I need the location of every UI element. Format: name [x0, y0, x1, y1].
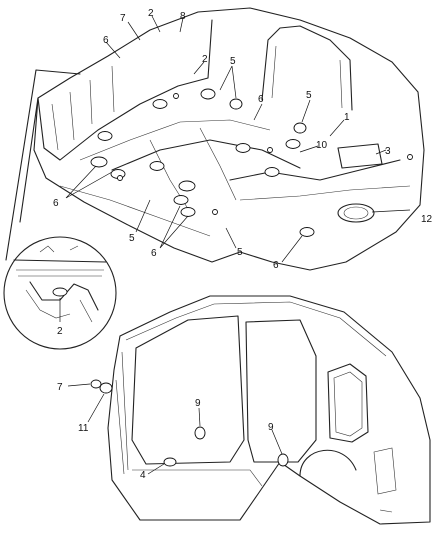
- floor-leader-lines: [65, 15, 411, 263]
- detail-zoom-circle: [3, 236, 117, 350]
- callout-6: 6: [273, 260, 279, 271]
- callout-7: 7: [120, 13, 126, 24]
- callout-3: 3: [385, 146, 391, 157]
- callout-2: 2: [202, 54, 208, 65]
- callout-7: 7: [57, 382, 63, 393]
- callout-2: 2: [57, 326, 63, 337]
- callout-6: 6: [103, 35, 109, 46]
- callout-2: 2: [148, 8, 154, 19]
- callout-11: 11: [78, 423, 89, 434]
- callout-10: 10: [316, 140, 328, 151]
- callout-6: 6: [151, 248, 157, 259]
- callout-6: 6: [258, 94, 264, 105]
- callout-9: 9: [268, 422, 274, 433]
- callout-8: 8: [180, 11, 186, 22]
- callout-1: 1: [344, 112, 350, 123]
- callout-5: 5: [306, 90, 312, 101]
- side-leader-lines: [67, 383, 283, 475]
- callout-12: 12: [421, 214, 433, 225]
- floor-pan-illustration: [33, 7, 425, 271]
- callout-6: 6: [53, 198, 59, 209]
- side-panel-illustration: [90, 295, 431, 525]
- callout-9: 9: [195, 398, 201, 409]
- callout-5: 5: [237, 247, 243, 258]
- callout-4: 4: [140, 470, 146, 481]
- zoom-pointer: [5, 69, 81, 261]
- callout-5: 5: [230, 56, 236, 67]
- callout-labels: 1 2 2 2 3 4 5 5 5 5 6 6 6 6 6 7 7 8 9 9 …: [53, 8, 433, 481]
- callout-5: 5: [129, 233, 135, 244]
